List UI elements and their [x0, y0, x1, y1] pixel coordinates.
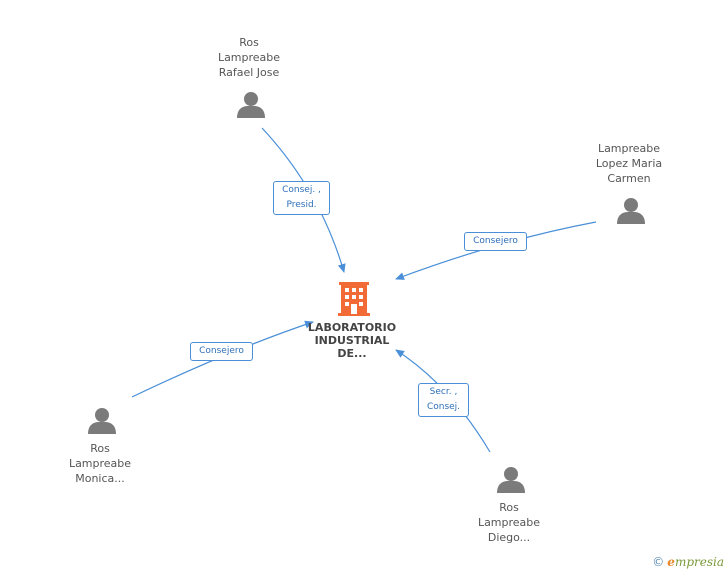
- brand-initial: e: [667, 555, 675, 569]
- relation-label-maria: Consejero: [464, 232, 527, 251]
- copyright-symbol: ©: [652, 555, 665, 569]
- person-icon[interactable]: [88, 408, 116, 434]
- company-label[interactable]: LABORATORIO INDUSTRIAL DE...: [307, 321, 397, 360]
- empresia-logo: ©empresia: [652, 555, 724, 569]
- relation-label-rafael: Consej. , Presid.: [273, 181, 330, 215]
- building-icon: [338, 282, 370, 316]
- person-icon[interactable]: [237, 92, 265, 118]
- relation-label-monica: Consejero: [190, 342, 253, 361]
- person-label-maria[interactable]: Lampreabe Lopez Maria Carmen: [595, 142, 663, 185]
- person-label-monica[interactable]: Ros Lampreabe Monica...: [68, 442, 132, 485]
- person-label-rafael[interactable]: Ros Lampreabe Rafael Jose: [217, 36, 281, 79]
- person-label-diego[interactable]: Ros Lampreabe Diego...: [477, 501, 541, 544]
- person-icon[interactable]: [617, 198, 645, 224]
- brand-name: mpresia: [674, 555, 724, 569]
- person-icon[interactable]: [497, 467, 525, 493]
- relation-label-diego: Secr. , Consej.: [418, 383, 469, 417]
